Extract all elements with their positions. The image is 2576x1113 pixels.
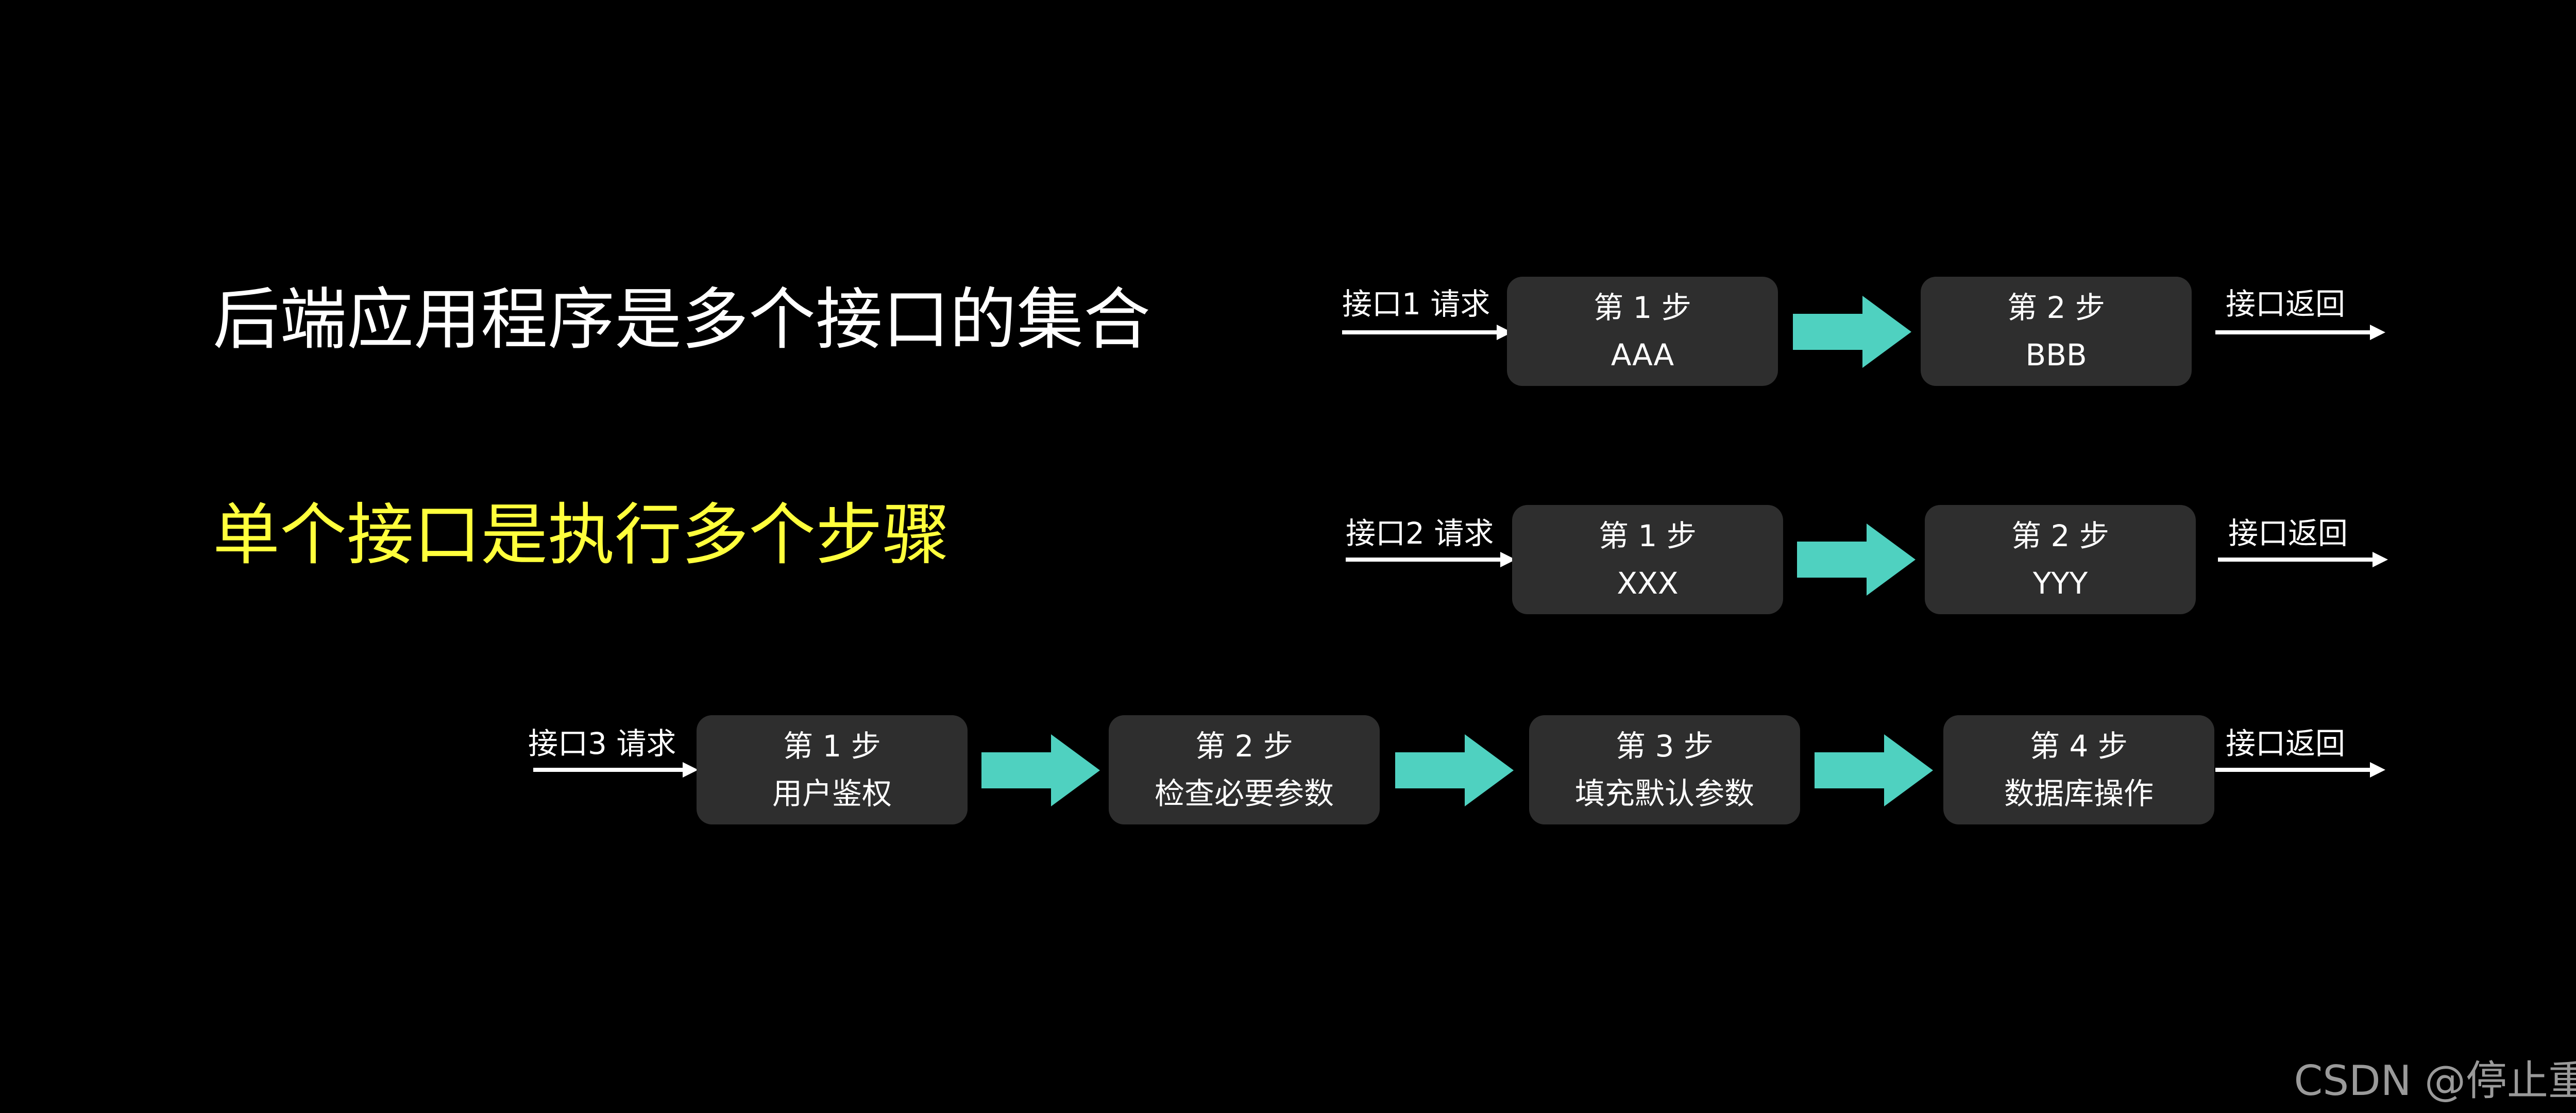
flow-3-step-4-label: 第 4 步 [2030,729,2128,764]
flow-3-step-1-label: 第 1 步 [783,729,881,764]
flow-3-request-label: 接口3 请求 [528,726,676,761]
flow-3-step-4-desc: 数据库操作 [2004,776,2154,811]
flow-2-request-label: 接口2 请求 [1346,516,1494,551]
main-headline: 后端应用程序是多个接口的集合 [213,280,1151,359]
flow-2-step-2-label: 第 2 步 [2011,518,2109,553]
flow-2-arrow-1-to-2 [1797,524,1916,596]
flow-2-request-arrow [1346,552,1516,567]
flow-1-request-label: 接口1 请求 [1342,286,1490,322]
flow-3-response-label: 接口返回 [2226,726,2346,761]
flow-1-response-label: 接口返回 [2226,286,2346,322]
flow-3-step-2-box: 第 2 步 检查必要参数 [1109,715,1380,824]
flow-1-step-2-desc: BBB [2025,338,2087,373]
flow-1-arrow-1-to-2 [1793,296,1911,368]
flow-1-step-1-box: 第 1 步 AAA [1507,277,1778,386]
flow-3-step-1-box: 第 1 步 用户鉴权 [697,715,968,824]
flow-3-step-3-label: 第 3 步 [1616,729,1714,764]
flow-1-step-1-desc: AAA [1611,338,1674,373]
flow-2-step-1-desc: XXX [1617,566,1679,601]
flow-1-step-2-label: 第 2 步 [2007,290,2105,325]
flow-2-step-1-label: 第 1 步 [1599,518,1697,553]
flow-2-step-2-box: 第 2 步 YYY [1925,505,2196,614]
flow-3-arrow-3-to-4 [1815,734,1933,806]
flow-2-response-label: 接口返回 [2228,516,2348,551]
flow-3-request-arrow [533,762,698,778]
flow-3-response-arrow [2215,762,2385,778]
flow-3-step-1-desc: 用户鉴权 [772,776,892,811]
flow-1-step-1-label: 第 1 步 [1594,290,1691,325]
flow-3-step-3-desc: 填充默认参数 [1574,776,1754,811]
csdn-watermark: CSDN @停止重构 [2294,1057,2576,1105]
flow-3-step-2-desc: 检查必要参数 [1154,776,1334,811]
flow-3-arrow-2-to-3 [1395,734,1514,806]
flow-3-step-4-box: 第 4 步 数据库操作 [1943,715,2214,824]
flow-3-arrow-1-to-2 [981,734,1100,806]
flow-3-step-2-label: 第 2 步 [1195,729,1293,764]
flow-1-step-2-box: 第 2 步 BBB [1921,277,2192,386]
flow-2-response-arrow [2218,552,2388,567]
flow-3-step-3-box: 第 3 步 填充默认参数 [1529,715,1800,824]
flow-1-request-arrow [1342,325,1512,340]
flow-2-step-1-box: 第 1 步 XXX [1512,505,1783,614]
flow-2-step-2-desc: YYY [2032,566,2088,601]
flow-1-response-arrow [2215,325,2385,340]
sub-headline: 单个接口是执行多个步骤 [213,496,950,574]
